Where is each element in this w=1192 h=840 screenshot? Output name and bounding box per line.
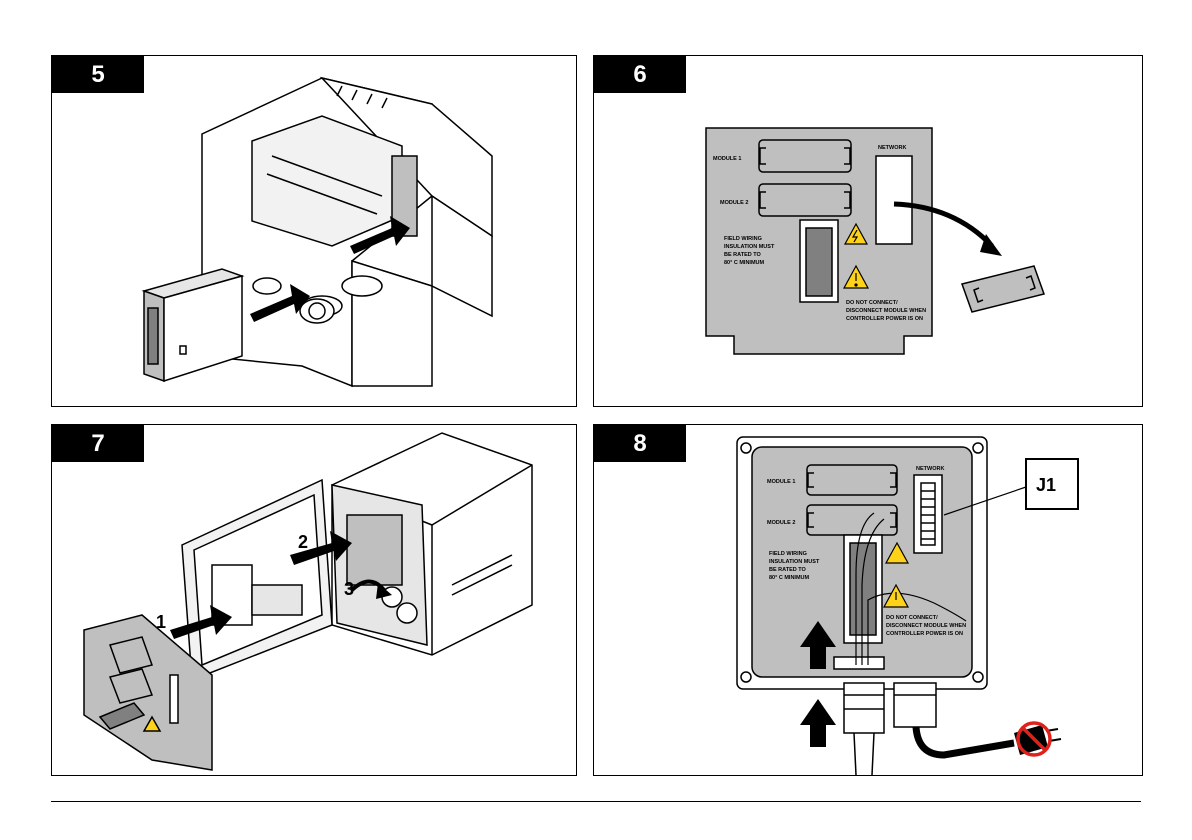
network-plug-cover [961, 265, 1045, 313]
svg-text:80° C MINIMUM: 80° C MINIMUM [769, 575, 810, 581]
warning-note: DO NOT CONNECT/ DISCONNECT MODULE WHEN C… [846, 300, 926, 322]
step-number-8: 8 [594, 425, 686, 462]
svg-text:BE RATED TO: BE RATED TO [724, 252, 761, 258]
callout-1: 1 [156, 612, 166, 632]
step-5-illustration [141, 76, 493, 388]
module-1-label: MODULE 1 [713, 156, 741, 162]
step-8-panel: 8 [593, 424, 1143, 776]
electrical-hazard-icon [843, 222, 869, 245]
remove-arrow [893, 201, 994, 248]
electrical-hazard-icon [884, 541, 910, 564]
step-5-panel: 5 [51, 55, 577, 407]
svg-text:INSULATION MUST: INSULATION MUST [769, 559, 820, 565]
controller-body [181, 432, 533, 682]
svg-text:CONTROLLER POWER IS ON: CONTROLLER POWER IS ON [846, 316, 923, 322]
step-7-panel: 7 [51, 424, 577, 776]
insert-arrows [250, 216, 410, 322]
callout-2: 2 [298, 532, 308, 552]
j1-label: J1 [1036, 475, 1056, 495]
step-6-illustration: MODULE 1 MODULE 2 NETWORK FIELD WIRING I… [705, 127, 1045, 355]
inner-cover-piece [83, 614, 213, 771]
module-2-label: MODULE 2 [767, 520, 795, 526]
j1-leader-line [943, 486, 1027, 516]
svg-text:INSULATION MUST: INSULATION MUST [724, 244, 775, 250]
warning-icon [842, 264, 870, 289]
inner-cover [705, 127, 933, 355]
svg-text:CONTROLLER POWER IS ON: CONTROLLER POWER IS ON [886, 631, 963, 637]
svg-text:FIELD WIRING: FIELD WIRING [724, 236, 762, 242]
step-8-illustration: MODULE 1 MODULE 2 NETWORK FIELD WIRING I… [736, 436, 1079, 775]
sensor-wires [855, 512, 967, 665]
power-cord [912, 726, 1015, 759]
cable-glands [843, 682, 937, 775]
svg-text:BE RATED TO: BE RATED TO [769, 567, 806, 573]
network-label: NETWORK [916, 466, 944, 472]
step-number-5: 5 [52, 56, 144, 93]
footer-rule [51, 801, 1141, 802]
install-arrows [170, 531, 392, 639]
svg-text:DISCONNECT MODULE WHEN: DISCONNECT MODULE WHEN [886, 623, 966, 629]
hazard-icons [882, 541, 910, 608]
module-1-label: MODULE 1 [767, 479, 795, 485]
field-wiring-note: FIELD WIRING INSULATION MUST BE RATED TO… [769, 551, 820, 581]
module-1-slot [806, 464, 898, 496]
svg-text:80° C MINIMUM: 80° C MINIMUM [724, 260, 765, 266]
callout-3: 3 [344, 579, 354, 599]
field-wiring-note: FIELD WIRING INSULATION MUST BE RATED TO… [724, 236, 775, 266]
network-label: NETWORK [878, 145, 906, 151]
plug-in-module [141, 268, 245, 383]
module-2-slot [758, 183, 852, 217]
j1-callout-box [1025, 458, 1079, 510]
module-2-label: MODULE 2 [720, 200, 748, 206]
feed-up-arrows [800, 621, 836, 747]
module-1-slot [758, 139, 852, 173]
controller-housing [201, 76, 493, 388]
step-6-panel: 6 MODULE 1 MODULE 2 NETWORK [593, 55, 1143, 407]
warning-note: DO NOT CONNECT/ DISCONNECT MODULE WHEN C… [886, 615, 966, 637]
network-opening [875, 155, 913, 245]
svg-text:DISCONNECT MODULE WHEN: DISCONNECT MODULE WHEN [846, 308, 926, 314]
no-power-plug-icon [1014, 721, 1062, 757]
step-number-6: 6 [594, 56, 686, 93]
svg-text:DO NOT CONNECT/: DO NOT CONNECT/ [886, 615, 938, 621]
step-7-illustration: 1 2 3 [83, 432, 533, 771]
svg-text:FIELD WIRING: FIELD WIRING [769, 551, 807, 557]
svg-text:DO NOT CONNECT/: DO NOT CONNECT/ [846, 300, 898, 306]
step-number-7: 7 [52, 425, 144, 462]
remove-arrow-head [980, 234, 1002, 256]
